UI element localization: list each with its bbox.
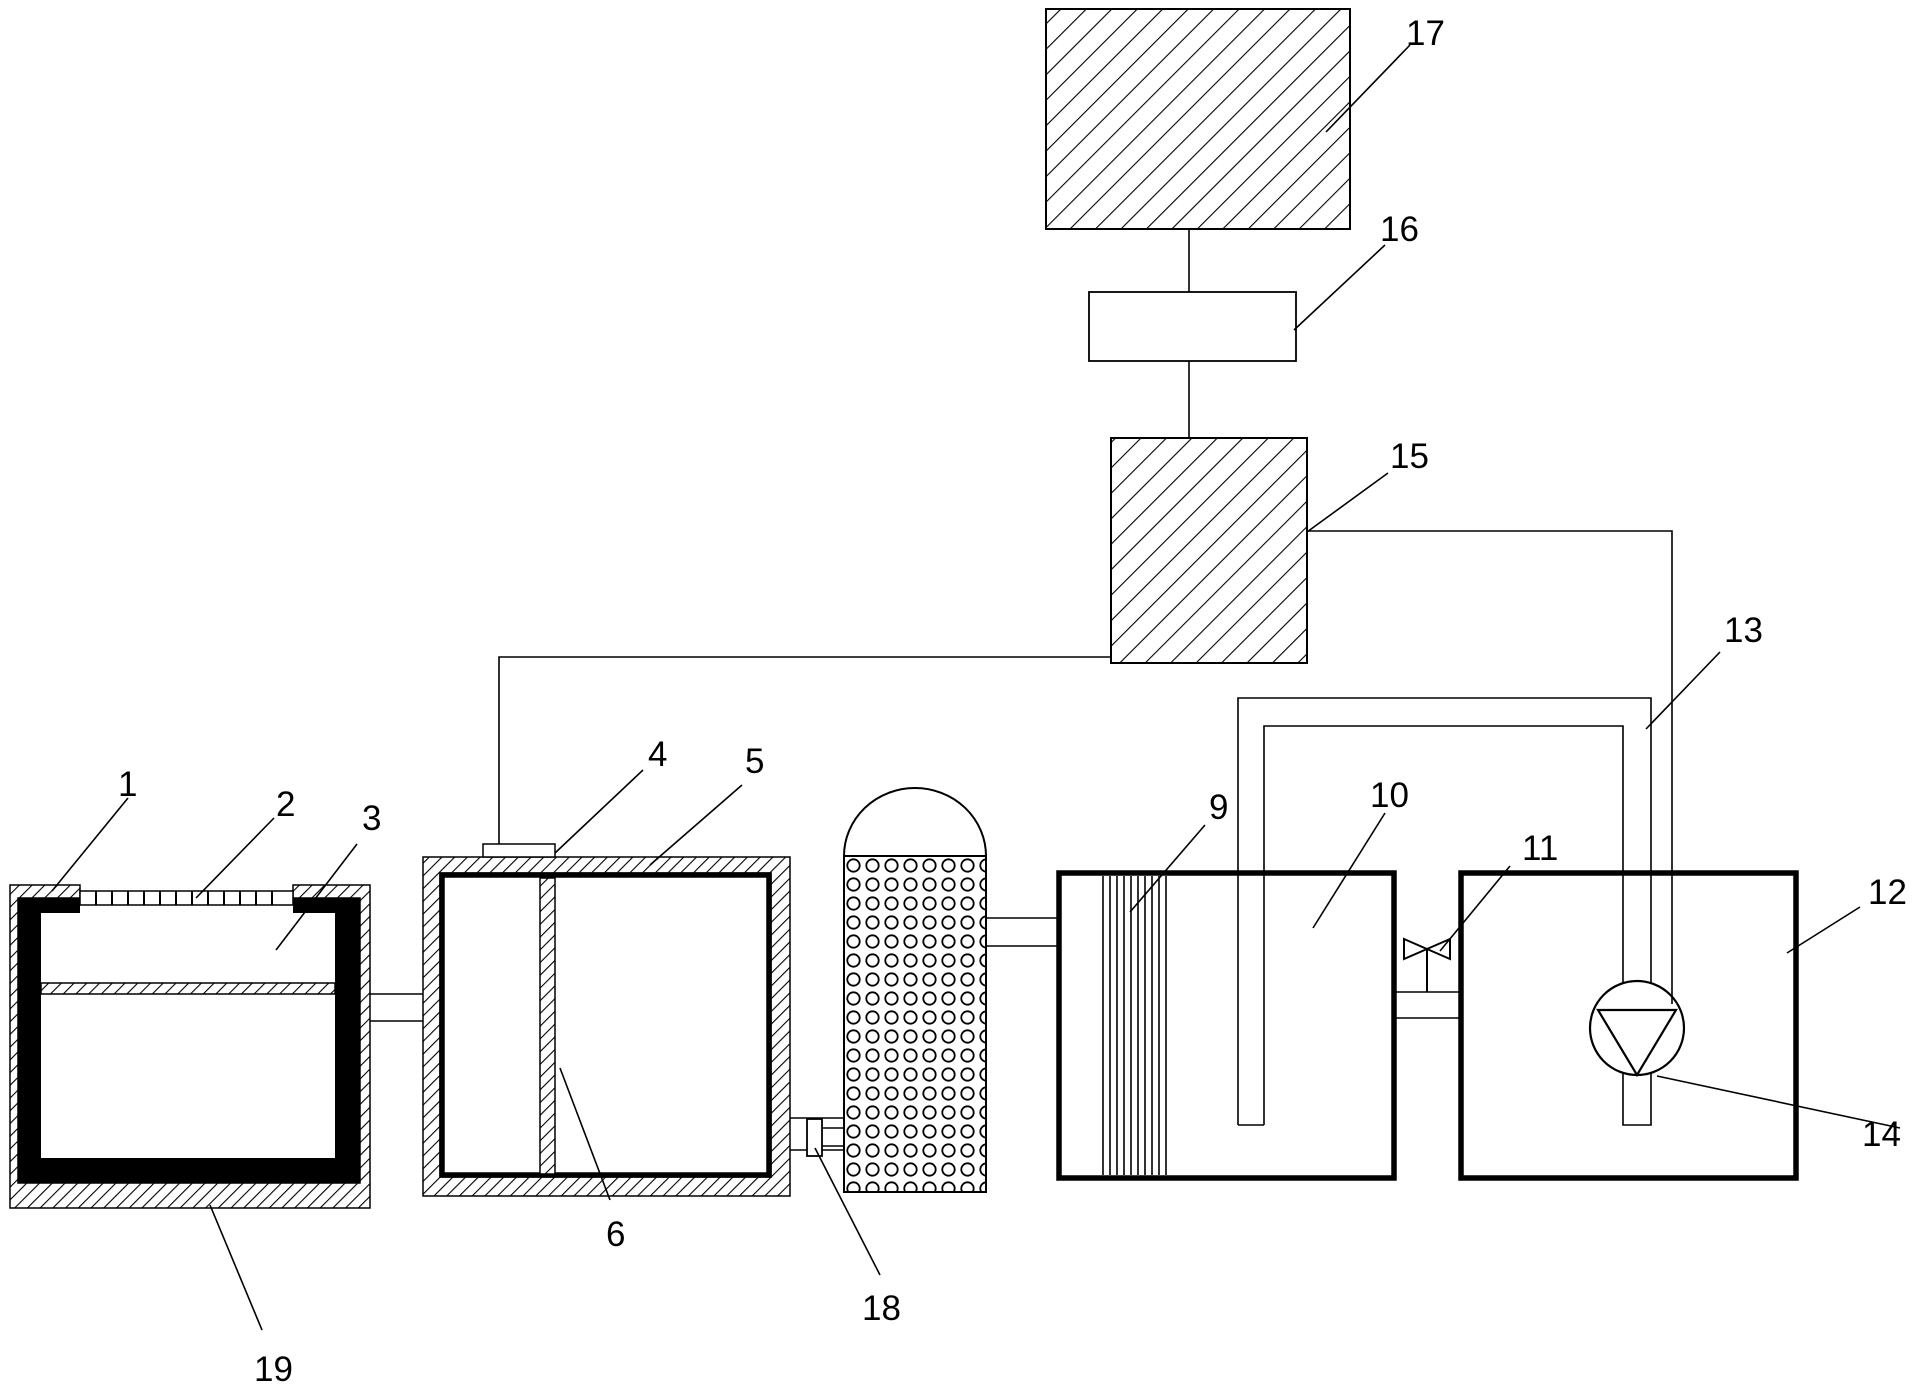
box-15 <box>1110 437 1308 664</box>
tank-10-wall <box>1056 870 1397 1181</box>
label-10: 10 <box>1370 776 1409 815</box>
pipe-tank-left-to-tank-5 <box>370 993 423 1022</box>
box-17 <box>1045 8 1351 230</box>
filter-dome <box>843 787 987 857</box>
label-18: 18 <box>862 1289 901 1328</box>
label-2: 2 <box>276 785 295 824</box>
label-13: 13 <box>1724 611 1763 650</box>
label-5: 5 <box>745 742 764 781</box>
insulated-tank-left <box>9 884 371 1209</box>
pump-14 <box>1588 979 1686 1078</box>
tank-12-wall <box>1458 870 1799 1181</box>
label-9: 9 <box>1209 788 1228 827</box>
valve-18 <box>790 1117 843 1157</box>
partition-6 <box>539 877 556 1175</box>
label-14: 14 <box>1862 1115 1901 1154</box>
label-12: 12 <box>1868 873 1907 912</box>
tank-10 <box>1056 870 1397 1181</box>
insulated-tank-5 <box>422 843 791 1197</box>
sensor-4 <box>482 843 556 858</box>
tank-5-inner-wall <box>439 872 772 1178</box>
label-17: 17 <box>1406 14 1445 53</box>
plates-9 <box>1102 876 1167 1175</box>
tank-left-shelf <box>40 982 336 995</box>
filter-body <box>843 855 987 1193</box>
wire-15-to-sensor-4 <box>498 656 1111 844</box>
tank-12 <box>1458 870 1799 1181</box>
label-15: 15 <box>1390 437 1429 476</box>
label-4: 4 <box>648 735 667 774</box>
label-16: 16 <box>1380 210 1419 249</box>
label-1: 1 <box>118 765 137 804</box>
label-11: 11 <box>1522 829 1558 868</box>
pipe-tank-10-to-tank-12 <box>1394 991 1460 1019</box>
label-19: 19 <box>254 1350 293 1388</box>
u-tube-13 <box>1237 697 1652 1126</box>
leader-lines <box>51 44 1901 1331</box>
tank-left-thick-wall <box>18 898 360 1183</box>
filter-column <box>843 787 987 1193</box>
label-6: 6 <box>606 1215 625 1254</box>
label-3: 3 <box>362 799 381 838</box>
box-16 <box>1088 291 1297 362</box>
pipe-filter-to-tank-10 <box>986 917 1058 947</box>
wire-15-to-pump <box>1307 530 1673 1004</box>
grille-cover <box>79 890 294 906</box>
tank-5-hatched-shell <box>422 856 791 1197</box>
callout-labels: 1 2 3 4 5 6 9 10 11 12 13 14 15 16 17 18… <box>118 14 1907 1388</box>
